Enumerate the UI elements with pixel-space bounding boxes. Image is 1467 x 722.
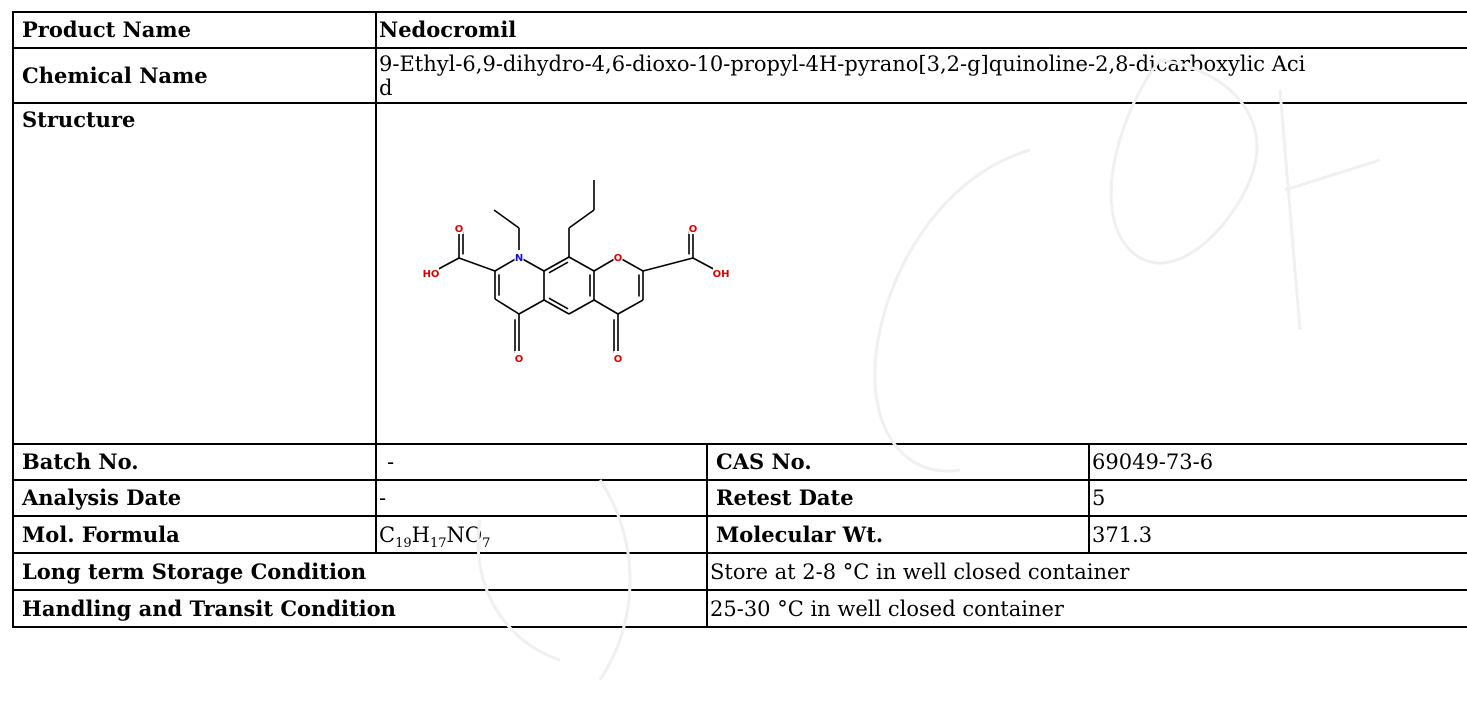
analysis-date-value: - [375,479,708,517]
storage-value: Store at 2-8 °C in well closed container [706,552,1467,591]
bond-c6-c4a [518,299,545,315]
product-name-value: Nedocromil [375,11,1467,49]
atom-n-bg [514,250,524,263]
atom-o-ring-bg [613,250,623,263]
batch-value: - [375,443,708,481]
formula-c-count: 19 [395,535,412,551]
row-formula: Mol. Formula C19H17NO7 Molecular Wt. 371… [12,515,1467,554]
molecular-weight-value: 371.3 [1088,515,1467,554]
atom-o-acid-right-bg [688,221,698,234]
bond-ethyl-2 [493,209,520,229]
atom-o-acid-left-bg [454,221,464,234]
atom-oh-right-bg [713,266,729,279]
atom-ho-left-bg [423,266,439,279]
retest-date-value: 5 [1088,479,1467,517]
formula-c: C [379,522,396,547]
bond-c3-c4 [617,299,644,315]
row-product-name: Product Name Nedocromil [12,11,1467,49]
atom-o-acid-left: O [455,224,464,235]
bond-c5-c4a-inner [548,297,569,310]
atom-o-keto-left-bg [514,351,524,364]
chemical-name-value: 9-Ethyl-6,9-dihydro-4,6-dioxo-10-propyl-… [375,47,1467,104]
cas-label: CAS No. [706,443,1090,481]
row-handling: Handling and Transit Condition 25-30 °C … [12,589,1467,628]
atom-ho-left: HO [423,269,440,280]
product-name-label: Product Name [12,11,377,49]
atom-o-keto-right-bg [613,351,623,364]
atom-n: N [515,253,523,264]
handling-label: Handling and Transit Condition [12,589,708,628]
formula-value: C19H17NO7 [375,515,708,554]
bond-c10a-c10 [543,256,570,272]
storage-label: Long term Storage Condition [12,552,708,591]
chemical-name-label: Chemical Name [12,47,377,104]
atom-oh-right: OH [713,269,730,280]
bond-propyl-2 [568,209,595,229]
formula-h: H [411,522,430,547]
bond-c4-c5a [593,299,619,315]
retest-date-label: Retest Date [706,479,1090,517]
atom-o-keto-left: O [515,354,524,365]
formula-no: NO [446,522,483,547]
atom-o-ring: O [614,253,623,264]
atom-o-acid-right: O [689,224,698,235]
cas-value: 69049-73-6 [1088,443,1467,481]
structure-label: Structure [12,102,377,445]
bond-c2-acid [642,257,694,272]
batch-label: Batch No. [12,443,377,481]
bond-c7-c6 [494,298,520,315]
formula-h-count: 17 [429,535,447,551]
formula-label: Mol. Formula [12,515,377,554]
bond-c5-c4a [543,299,570,315]
molecular-weight-label: Molecular Wt. [706,515,1090,554]
row-chemical-name: Chemical Name 9-Ethyl-6,9-dihydro-4,6-di… [12,47,1467,104]
coa-table: Product Name Nedocromil Chemical Name 9-… [12,11,1467,628]
formula-o-count: 7 [482,535,491,551]
row-analysis-date: Analysis Date - Retest Date 5 [12,479,1467,517]
bond-c10-c9a [568,256,595,272]
bond-c5a-c5 [568,299,595,315]
atom-o-keto-right: O [614,354,623,365]
row-batch: Batch No. - CAS No. 69049-73-6 [12,443,1467,481]
bond-c8-acid [458,257,496,272]
analysis-date-label: Analysis Date [12,479,377,517]
bond-c10a-c10-inner [548,261,569,274]
row-storage: Long term Storage Condition Store at 2-8… [12,552,1467,591]
handling-value: 25-30 °C in well closed container [706,589,1467,628]
